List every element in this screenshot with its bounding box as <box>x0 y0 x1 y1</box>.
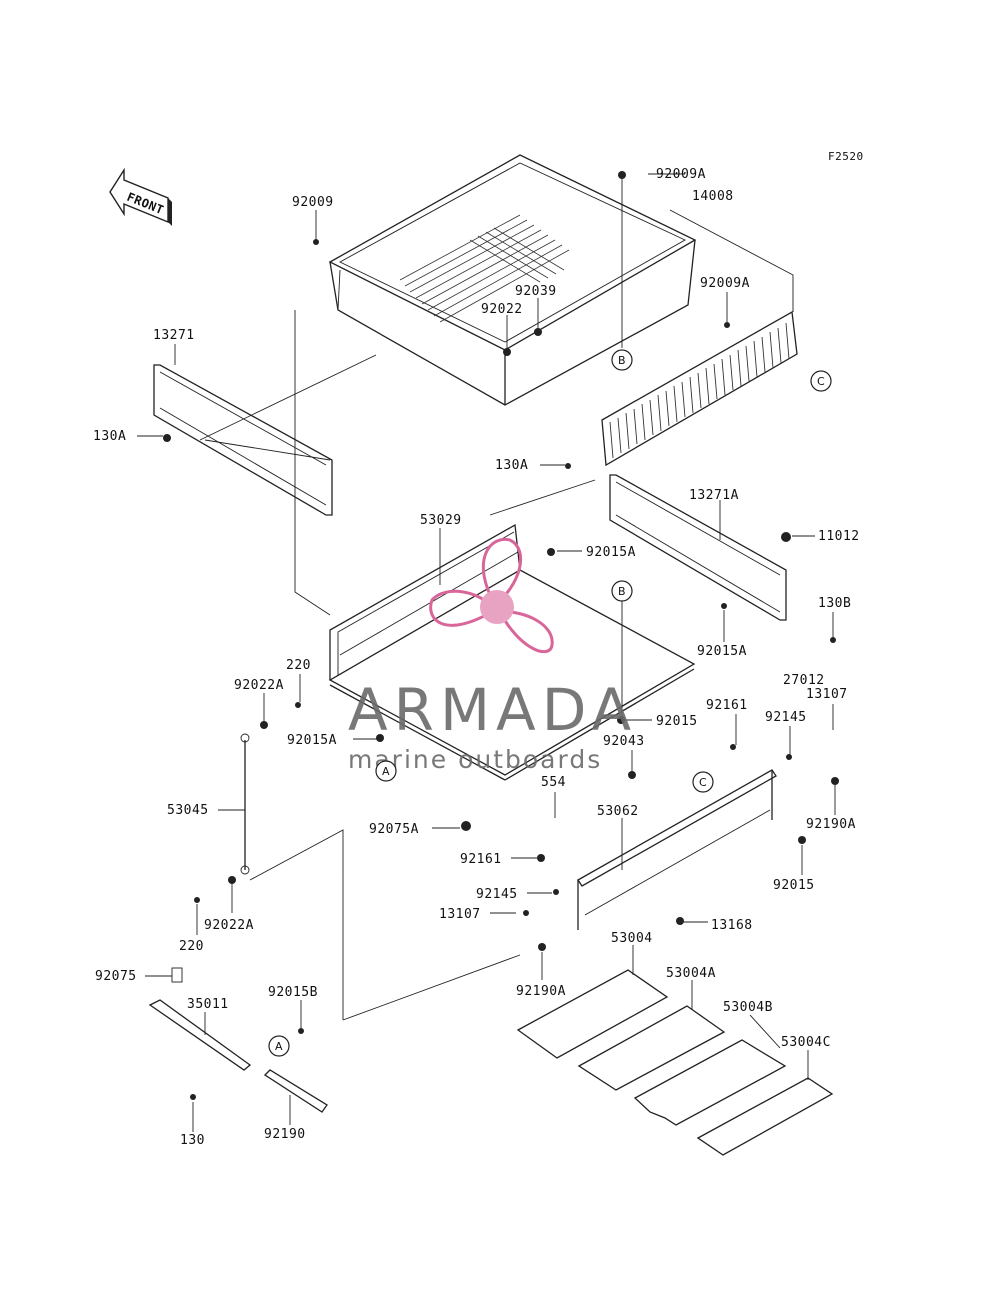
part-label: 92015A <box>586 545 636 560</box>
part-label: 92009A <box>656 167 706 182</box>
callout-b-top: B <box>611 349 633 371</box>
svg-text:C: C <box>699 776 707 789</box>
part-label: 92022A <box>234 678 284 693</box>
part-label: 92022 <box>481 302 523 317</box>
part-label: 13271A <box>689 488 739 503</box>
part-label: 92075A <box>369 822 419 837</box>
svg-text:B: B <box>618 585 626 598</box>
part-label: 130 <box>180 1133 205 1148</box>
part-label: 92022A <box>204 918 254 933</box>
bed-frame-part <box>328 523 696 781</box>
part-label: 92039 <box>515 284 557 299</box>
figure-code: F2520 <box>828 150 864 163</box>
part-label: 92015A <box>697 644 747 659</box>
part-labels: 92009 92009A 14008 92009A 92039 92022 13… <box>93 167 860 1148</box>
part-label: 13107 <box>439 907 481 922</box>
front-arrow-icon: FRONT <box>109 167 172 226</box>
part-label: 130B <box>818 596 851 611</box>
side-panel-left-part <box>153 364 333 516</box>
tailgate-panel-part <box>601 310 798 467</box>
part-label: 92015 <box>773 878 815 893</box>
side-panel-right-part <box>609 474 787 621</box>
watermark-brand: ARMADA <box>348 676 637 744</box>
part-label: 13107 <box>806 687 848 702</box>
part-label: 92015B <box>268 985 318 1000</box>
part-label: 92043 <box>603 734 645 749</box>
part-label: 53004B <box>723 1000 773 1015</box>
part-label: 92161 <box>706 698 748 713</box>
part-label: 13271 <box>153 328 195 343</box>
svg-text:A: A <box>275 1040 283 1053</box>
callout-c-mid: C <box>692 771 714 793</box>
armada-watermark: ARMADA marine outboards <box>348 537 637 774</box>
part-label: 92145 <box>765 710 807 725</box>
part-label: 92009A <box>700 276 750 291</box>
part-label: 130A <box>495 458 528 473</box>
part-label: 53004C <box>781 1035 831 1050</box>
part-label: 130A <box>93 429 126 444</box>
part-label: 92075 <box>95 969 137 984</box>
part-label: 53004A <box>666 966 716 981</box>
part-label: 53004 <box>611 931 653 946</box>
part-label: 53062 <box>597 804 639 819</box>
callout-a-mid: A <box>375 760 397 782</box>
callout-c-top: C <box>810 370 832 392</box>
part-label: 92009 <box>292 195 334 210</box>
part-label: 220 <box>286 658 311 673</box>
svg-text:B: B <box>618 354 626 367</box>
part-label: 92190A <box>806 817 856 832</box>
svg-text:C: C <box>817 375 825 388</box>
lever-part <box>148 967 328 1113</box>
part-label: 92190 <box>264 1127 306 1142</box>
part-label: 27012 <box>783 673 825 688</box>
leader-lines <box>137 173 836 1132</box>
part-label: 14008 <box>692 189 734 204</box>
part-label: 11012 <box>818 529 860 544</box>
floor-mats-part <box>516 969 834 1156</box>
part-label: 92190A <box>516 984 566 999</box>
tailgate-frame-part <box>577 769 777 930</box>
propeller-logo-icon <box>429 537 554 654</box>
callout-b-mid: B <box>611 580 633 602</box>
part-label: 13168 <box>711 918 753 933</box>
hardware-bolts <box>163 171 839 1100</box>
svg-text:A: A <box>382 765 390 778</box>
part-label: 92015A <box>287 733 337 748</box>
part-label: 554 <box>541 775 566 790</box>
part-label: 92015 <box>656 714 698 729</box>
callout-a-bot: A <box>268 1035 290 1057</box>
support-rod-part <box>240 733 250 875</box>
part-label: 220 <box>179 939 204 954</box>
part-label: 53029 <box>420 513 462 528</box>
cargo-tub-part <box>328 154 697 406</box>
part-label: 92145 <box>476 887 518 902</box>
part-label: 92161 <box>460 852 502 867</box>
part-label: 53045 <box>167 803 209 818</box>
part-label: 35011 <box>187 997 229 1012</box>
